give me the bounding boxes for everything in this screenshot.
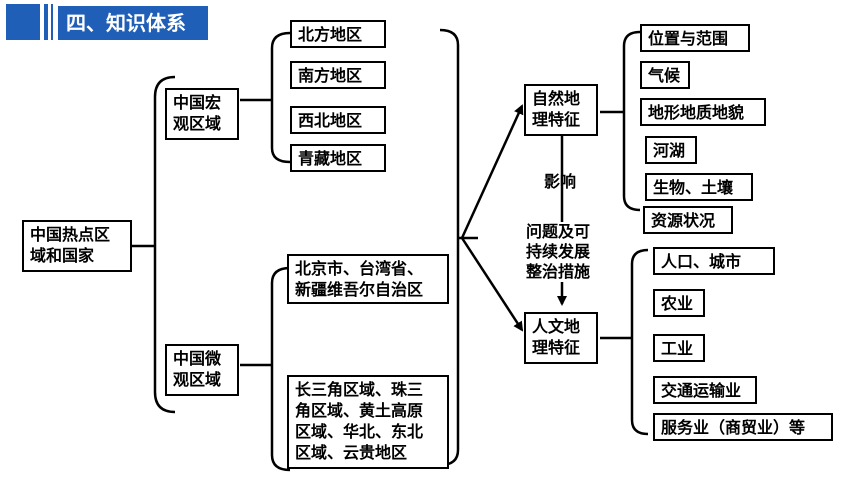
- root-node: 中国热点区 域和国家: [22, 220, 132, 272]
- micro-item-cities: 北京市、台湾省、 新疆维吾尔自治区: [287, 254, 449, 304]
- header-accent-stripe: [44, 4, 48, 40]
- header-accent-stripe-2: [51, 4, 53, 40]
- region-north: 北方地区: [290, 20, 386, 48]
- human-item-industry: 工业: [653, 334, 705, 362]
- natural-item-rivers: 河湖: [645, 136, 697, 164]
- header-title: 四、知识体系: [58, 6, 208, 40]
- region-south: 南方地区: [290, 61, 386, 89]
- natural-item-terrain: 地形地质地貌: [640, 98, 766, 126]
- natural-item-biology: 生物、土壤: [645, 173, 753, 201]
- issues-label: 问题及可 持续发展 整治措施: [526, 222, 591, 282]
- micro-item-areas: 长三角区域、珠三 角区域、黄土高原 区域、华北、东北 区域、云贵地区: [287, 375, 449, 469]
- region-qingzang: 青藏地区: [290, 144, 386, 172]
- natural-item-resources: 资源状况: [643, 206, 733, 234]
- region-northwest: 西北地区: [290, 106, 386, 134]
- human-item-population: 人口、城市: [653, 247, 775, 275]
- header-accent-bar: [6, 4, 40, 40]
- micro-region-node: 中国微 观区域: [165, 344, 239, 396]
- macro-region-node: 中国宏 观区域: [165, 88, 239, 140]
- influence-label: 影响: [544, 172, 577, 191]
- human-item-services: 服务业（商贸业）等: [653, 413, 833, 441]
- natural-item-climate: 气候: [640, 61, 690, 89]
- human-feature-node: 人文地 理特征: [524, 312, 598, 364]
- human-item-agriculture: 农业: [653, 289, 705, 317]
- natural-item-location: 位置与范围: [640, 24, 750, 52]
- natural-feature-node: 自然地 理特征: [524, 84, 598, 136]
- human-item-transport: 交通运输业: [653, 376, 757, 404]
